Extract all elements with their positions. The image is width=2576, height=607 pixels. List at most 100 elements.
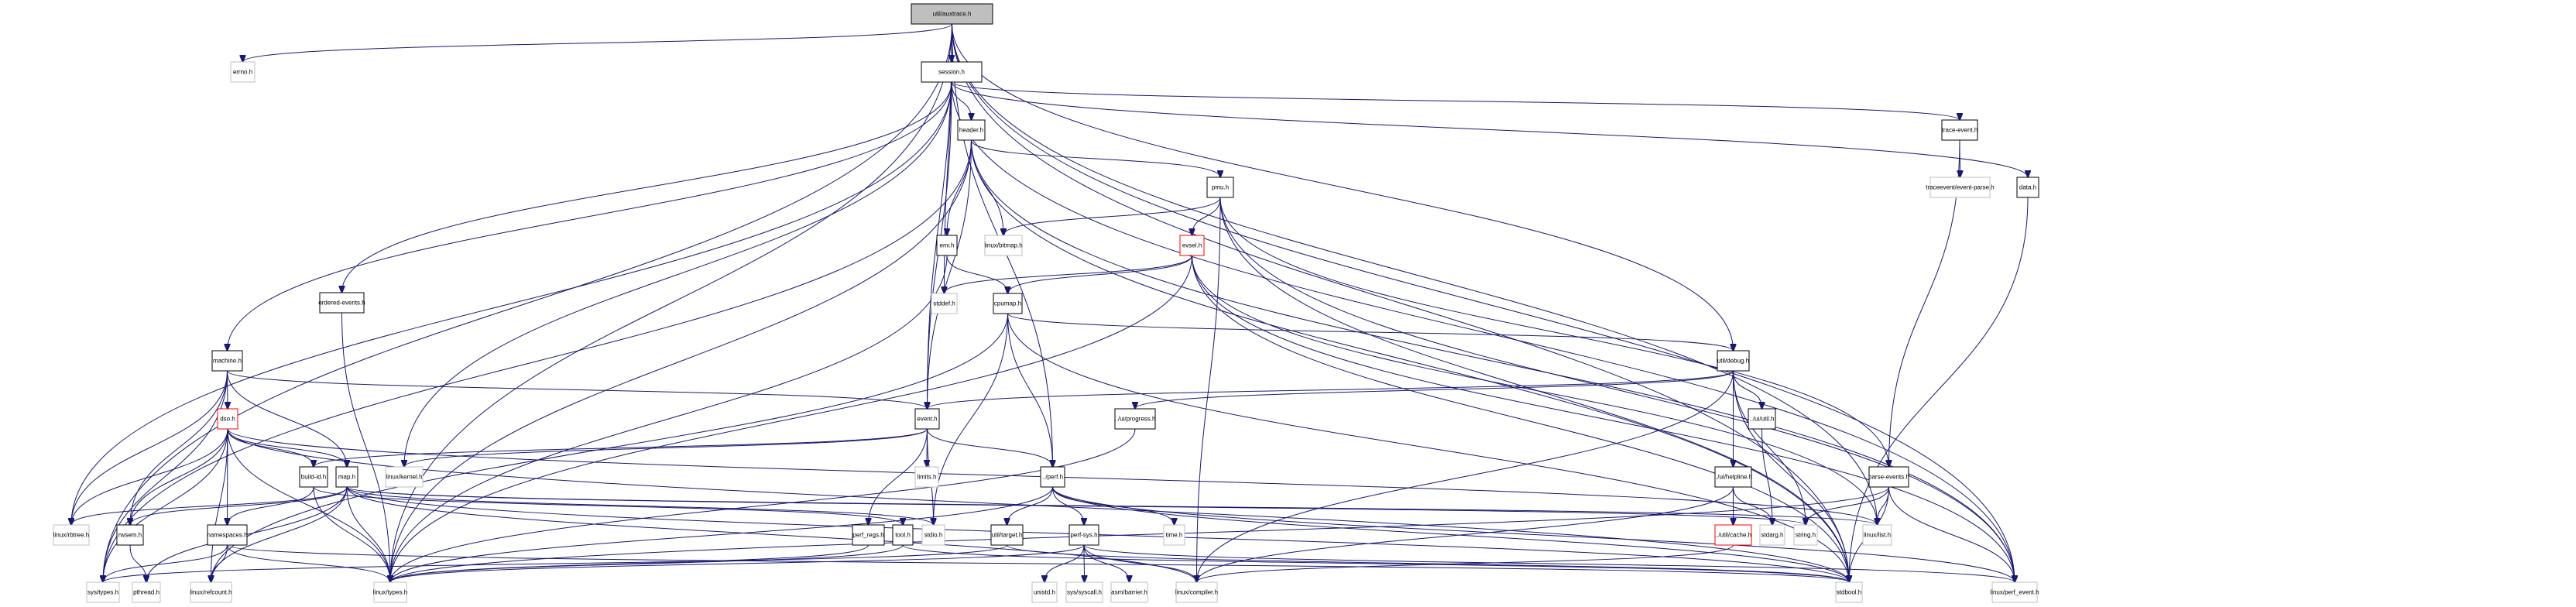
node-label: data.h (2019, 184, 2036, 191)
node-box (53, 524, 90, 546)
edge-cpumap-to-stdio (934, 313, 1008, 525)
edge-ui_util-to-stdarg (1761, 428, 1773, 525)
edge-map-to-linux_types (346, 486, 390, 582)
edge-event-to-perf (927, 428, 1053, 467)
edge-parse_events-to-perf_event (1888, 486, 2015, 582)
node-parse-events[interactable]: parse-events.h (1868, 466, 1909, 488)
edge-session-to-header (951, 81, 972, 120)
node-trace-event[interactable]: trace-event.h (1941, 119, 1978, 141)
edge-auxtrace-to-errno (243, 23, 952, 62)
edge-dso-to-linux_types (227, 428, 390, 582)
node-pmu[interactable]: pmu.h (1206, 177, 1234, 198)
node-box (914, 466, 939, 488)
node-label: util/auxtrace.h (933, 11, 972, 18)
node-ui-util[interactable]: ../ui/util.h (1748, 408, 1776, 430)
node-label: sys/types.h (87, 589, 118, 596)
node-compiler: linux/compiler.h (1175, 581, 1218, 603)
node-box (1110, 581, 1148, 603)
node-perf-regs[interactable]: perf_regs.h (852, 524, 885, 546)
node-evsel[interactable]: evsel.h (1179, 235, 1205, 256)
node-perf[interactable]: ../perf.h (1040, 466, 1065, 488)
node-box (1714, 466, 1752, 488)
edge-namespaces-to-linux_types (227, 544, 391, 582)
node-label: build-id.h (301, 474, 326, 481)
node-box (230, 61, 256, 83)
node-box (1991, 581, 2038, 603)
node-linux-types: linux/types.h (373, 581, 407, 603)
node-rwsem[interactable]: rwsem.h (116, 524, 144, 546)
node-label: session.h (938, 69, 965, 76)
node-box (1179, 235, 1205, 256)
node-helpline[interactable]: ../ui/helpline.h (1714, 466, 1752, 488)
node-debug[interactable]: util/debug.h (1717, 350, 1750, 372)
node-box (319, 292, 365, 314)
node-build-id[interactable]: build-id.h (299, 466, 328, 488)
edge-header-to-event (928, 139, 972, 409)
node-label: stddef.h (933, 300, 955, 307)
edge-session-to-ordered_events (342, 81, 952, 293)
node-cpumap[interactable]: cpumap.h (993, 293, 1023, 314)
edge-target-to-sys_types (103, 544, 1007, 582)
node-box (1748, 408, 1776, 430)
node-label: linux/bitmap.h (984, 242, 1022, 249)
node-sys-types: sys/types.h (86, 581, 120, 603)
node-box (1793, 524, 1818, 546)
node-session[interactable]: session.h (921, 61, 983, 83)
node-box (299, 466, 328, 488)
node-machine[interactable]: machine.h (211, 350, 243, 372)
edge-evsel-to-linux_types (390, 255, 1192, 582)
node-box (936, 235, 958, 256)
node-label: linux/refcount.h (190, 589, 232, 596)
node-label: asm/barrier.h (1111, 589, 1147, 596)
node-event[interactable]: event.h (914, 408, 940, 430)
node-cache[interactable]: ../util/cache.h (1714, 524, 1752, 546)
node-box (1868, 466, 1909, 488)
node-label: ordered-events.h (318, 300, 365, 307)
edge-auxtrace-to-sys_types (103, 23, 952, 582)
edge-tool-to-stdbool (902, 544, 1849, 582)
node-label: time.h (1166, 532, 1183, 539)
node-label: stdbool.h (1837, 589, 1861, 596)
node-target[interactable]: util/target.h (990, 524, 1024, 546)
edge-perf_sys-to-perf_event (1083, 544, 2015, 582)
node-namespaces[interactable]: namespaces.h (207, 524, 248, 546)
edge-ordered_events-to-linux_types (341, 312, 391, 582)
edge-machine-to-sys_types (103, 370, 228, 582)
edge-perf-to-target (1007, 486, 1053, 525)
edge-target-to-stdbool (1007, 544, 1850, 582)
node-label: perf_regs.h (852, 532, 883, 539)
node-label: machine.h (213, 358, 242, 365)
node-ordered-events[interactable]: ordered-events.h (318, 292, 365, 314)
node-progress[interactable]: ../ui/progress.h (1114, 408, 1156, 430)
edge-perf_sys-to-syscall (1084, 544, 1085, 582)
edge-cpumap-to-perf (1007, 313, 1053, 467)
node-pthread: pthread.h (132, 581, 161, 603)
node-label: tool.h (895, 532, 911, 539)
edge-perf-to-perf_sys (1052, 486, 1085, 525)
node-stdbool: stdbool.h (1835, 581, 1863, 603)
node-map[interactable]: map.h (335, 466, 358, 488)
node-rbtree: linux/rbtree.h (53, 524, 90, 546)
node-box (1862, 524, 1892, 546)
node-header[interactable]: header.h (957, 119, 986, 141)
edge-evsel-to-stdbool (1192, 255, 1850, 582)
edge-parse_events-to-linux_types (390, 486, 1889, 582)
edge-env-to-linux_types (390, 255, 948, 582)
edge-header-to-pmu (971, 139, 1221, 177)
node-box (1065, 581, 1103, 603)
edge-dso-to-build_id (227, 428, 314, 467)
node-label: ../ui/progress.h (1115, 416, 1156, 423)
node-perf-sys[interactable]: perf-sys.h (1068, 524, 1099, 546)
node-label: event.h (917, 416, 937, 423)
node-tool[interactable]: tool.h (892, 524, 914, 546)
edge-helpline-to-compiler (1197, 486, 1734, 582)
node-label: pthread.h (133, 589, 159, 596)
node-data[interactable]: data.h (2016, 177, 2039, 198)
node-label: ../ui/util.h (1749, 416, 1774, 423)
edge-evsel-to-cpumap (1008, 255, 1192, 293)
node-env[interactable]: env.h (936, 235, 958, 256)
node-refcount: linux/refcount.h (190, 581, 232, 603)
node-dso[interactable]: dso.h (217, 408, 238, 430)
node-auxtrace[interactable]: util/auxtrace.h (911, 3, 993, 25)
